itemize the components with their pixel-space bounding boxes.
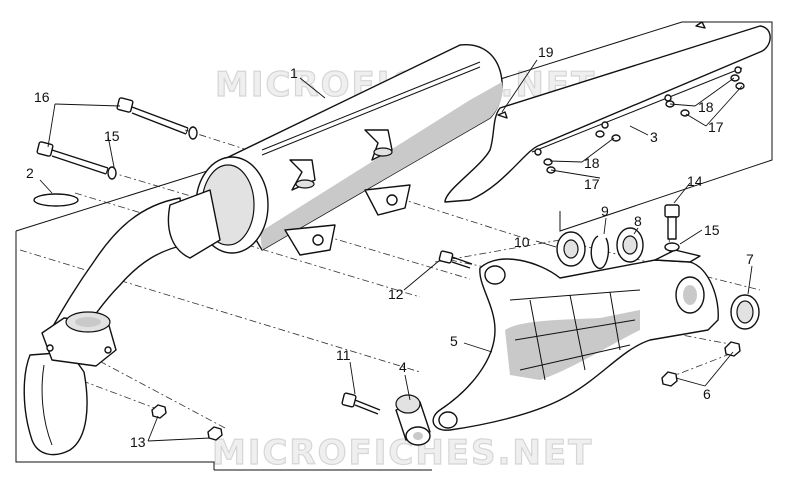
bracket-bolt <box>438 250 473 269</box>
callout-5: 5 <box>450 333 458 349</box>
spacer-bolt <box>341 392 381 415</box>
exhaust-manifold-pipe <box>23 197 186 456</box>
callout-11: 11 <box>336 347 351 363</box>
callout-9: 9 <box>601 203 609 219</box>
watermark-bottom: MICROFICHES.NET <box>212 433 593 473</box>
callout-18-lower: 18 <box>584 155 600 171</box>
callout-17-lower: 17 <box>584 176 600 192</box>
callout-numbers: 1 2 3 4 5 6 7 8 9 10 11 12 13 14 15 15 1… <box>26 44 754 450</box>
manifold-nuts <box>151 404 223 441</box>
callout-14: 14 <box>687 173 703 189</box>
callout-15-right: 15 <box>704 222 720 238</box>
bracket-nuts <box>661 341 741 387</box>
long-bolts <box>36 97 198 180</box>
bearing-stack <box>556 227 644 270</box>
callout-6: 6 <box>703 386 711 402</box>
callout-2: 2 <box>26 165 34 181</box>
callout-19: 19 <box>538 44 554 60</box>
callout-7: 7 <box>746 251 754 267</box>
callout-15-left: 15 <box>104 128 120 144</box>
muffler-body <box>167 44 503 259</box>
callout-4: 4 <box>399 359 407 375</box>
background-frame-panel <box>15 21 773 471</box>
callout-1: 1 <box>290 65 298 81</box>
callout-3: 3 <box>650 129 658 145</box>
vertical-bolt <box>664 204 680 252</box>
callout-16: 16 <box>34 89 50 105</box>
callout-17-upper: 17 <box>708 119 724 135</box>
callout-12: 12 <box>388 286 404 302</box>
muffler-mounting-bracket <box>432 249 719 431</box>
callout-13: 13 <box>130 434 146 450</box>
callout-leader-lines <box>39 59 753 442</box>
rubber-spacer <box>395 394 431 446</box>
gasket-ring <box>33 193 79 207</box>
callout-8: 8 <box>634 213 642 229</box>
callout-18-upper: 18 <box>698 99 714 115</box>
oil-seal <box>730 294 760 330</box>
callout-10: 10 <box>514 234 530 250</box>
